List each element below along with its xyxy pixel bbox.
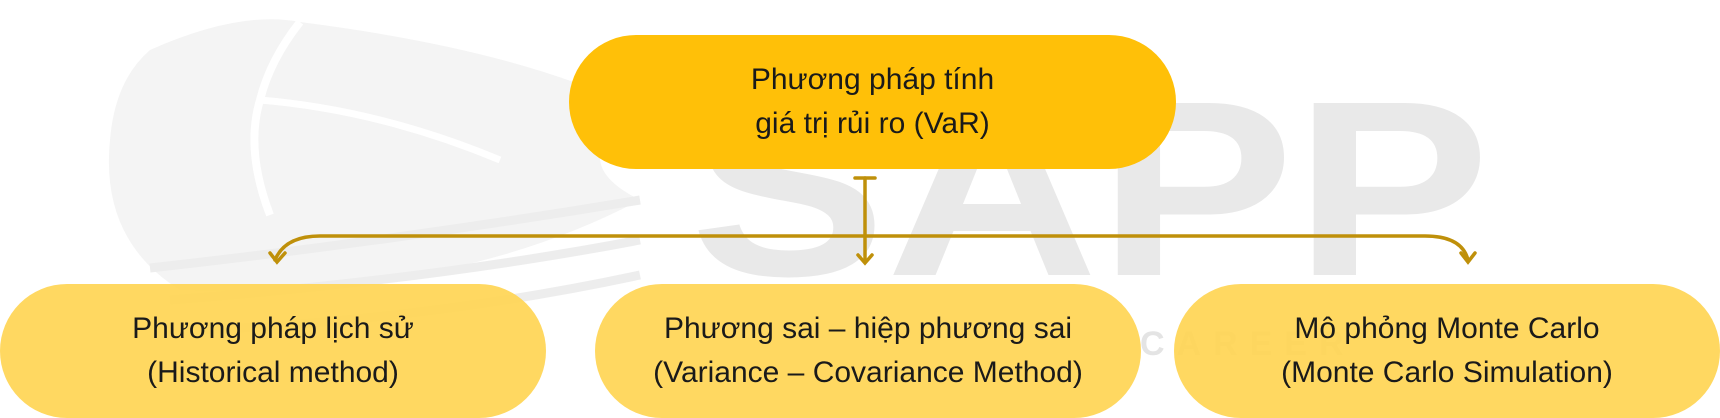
connector-bus (273, 234, 1470, 262)
child-node-variance-covariance: Phương sai – hiệp phương sai (Variance –… (595, 284, 1141, 418)
child-node-historical: Phương pháp lịch sử (Historical method) (0, 284, 546, 418)
child-node-monte-carlo: Mô phỏng Monte Carlo (Monte Carlo Simula… (1174, 284, 1720, 418)
child-node-1-line-1: Phương pháp lịch sử (132, 312, 414, 345)
connector-arrow-1 (268, 251, 287, 265)
child-node-3-line-1: Mô phỏng Monte Carlo (1294, 312, 1600, 345)
child-node-2-line-2: (Variance – Covariance Method) (653, 356, 1083, 389)
root-node-line-2: giá trị rủi ro (VaR) (755, 107, 990, 140)
root-node-line-1: Phương pháp tính (750, 63, 995, 96)
child-node-2-line-1: Phương sai – hiệp phương sai (663, 312, 1073, 345)
child-node-1-line-2: (Historical method) (147, 356, 399, 389)
connector-arrow-3 (1459, 251, 1477, 265)
child-node-3-line-2: (Monte Carlo Simulation) (1281, 356, 1613, 389)
root-node: Phương pháp tính giá trị rủi ro (VaR) (569, 35, 1176, 169)
connector-arrow-2 (856, 253, 874, 266)
